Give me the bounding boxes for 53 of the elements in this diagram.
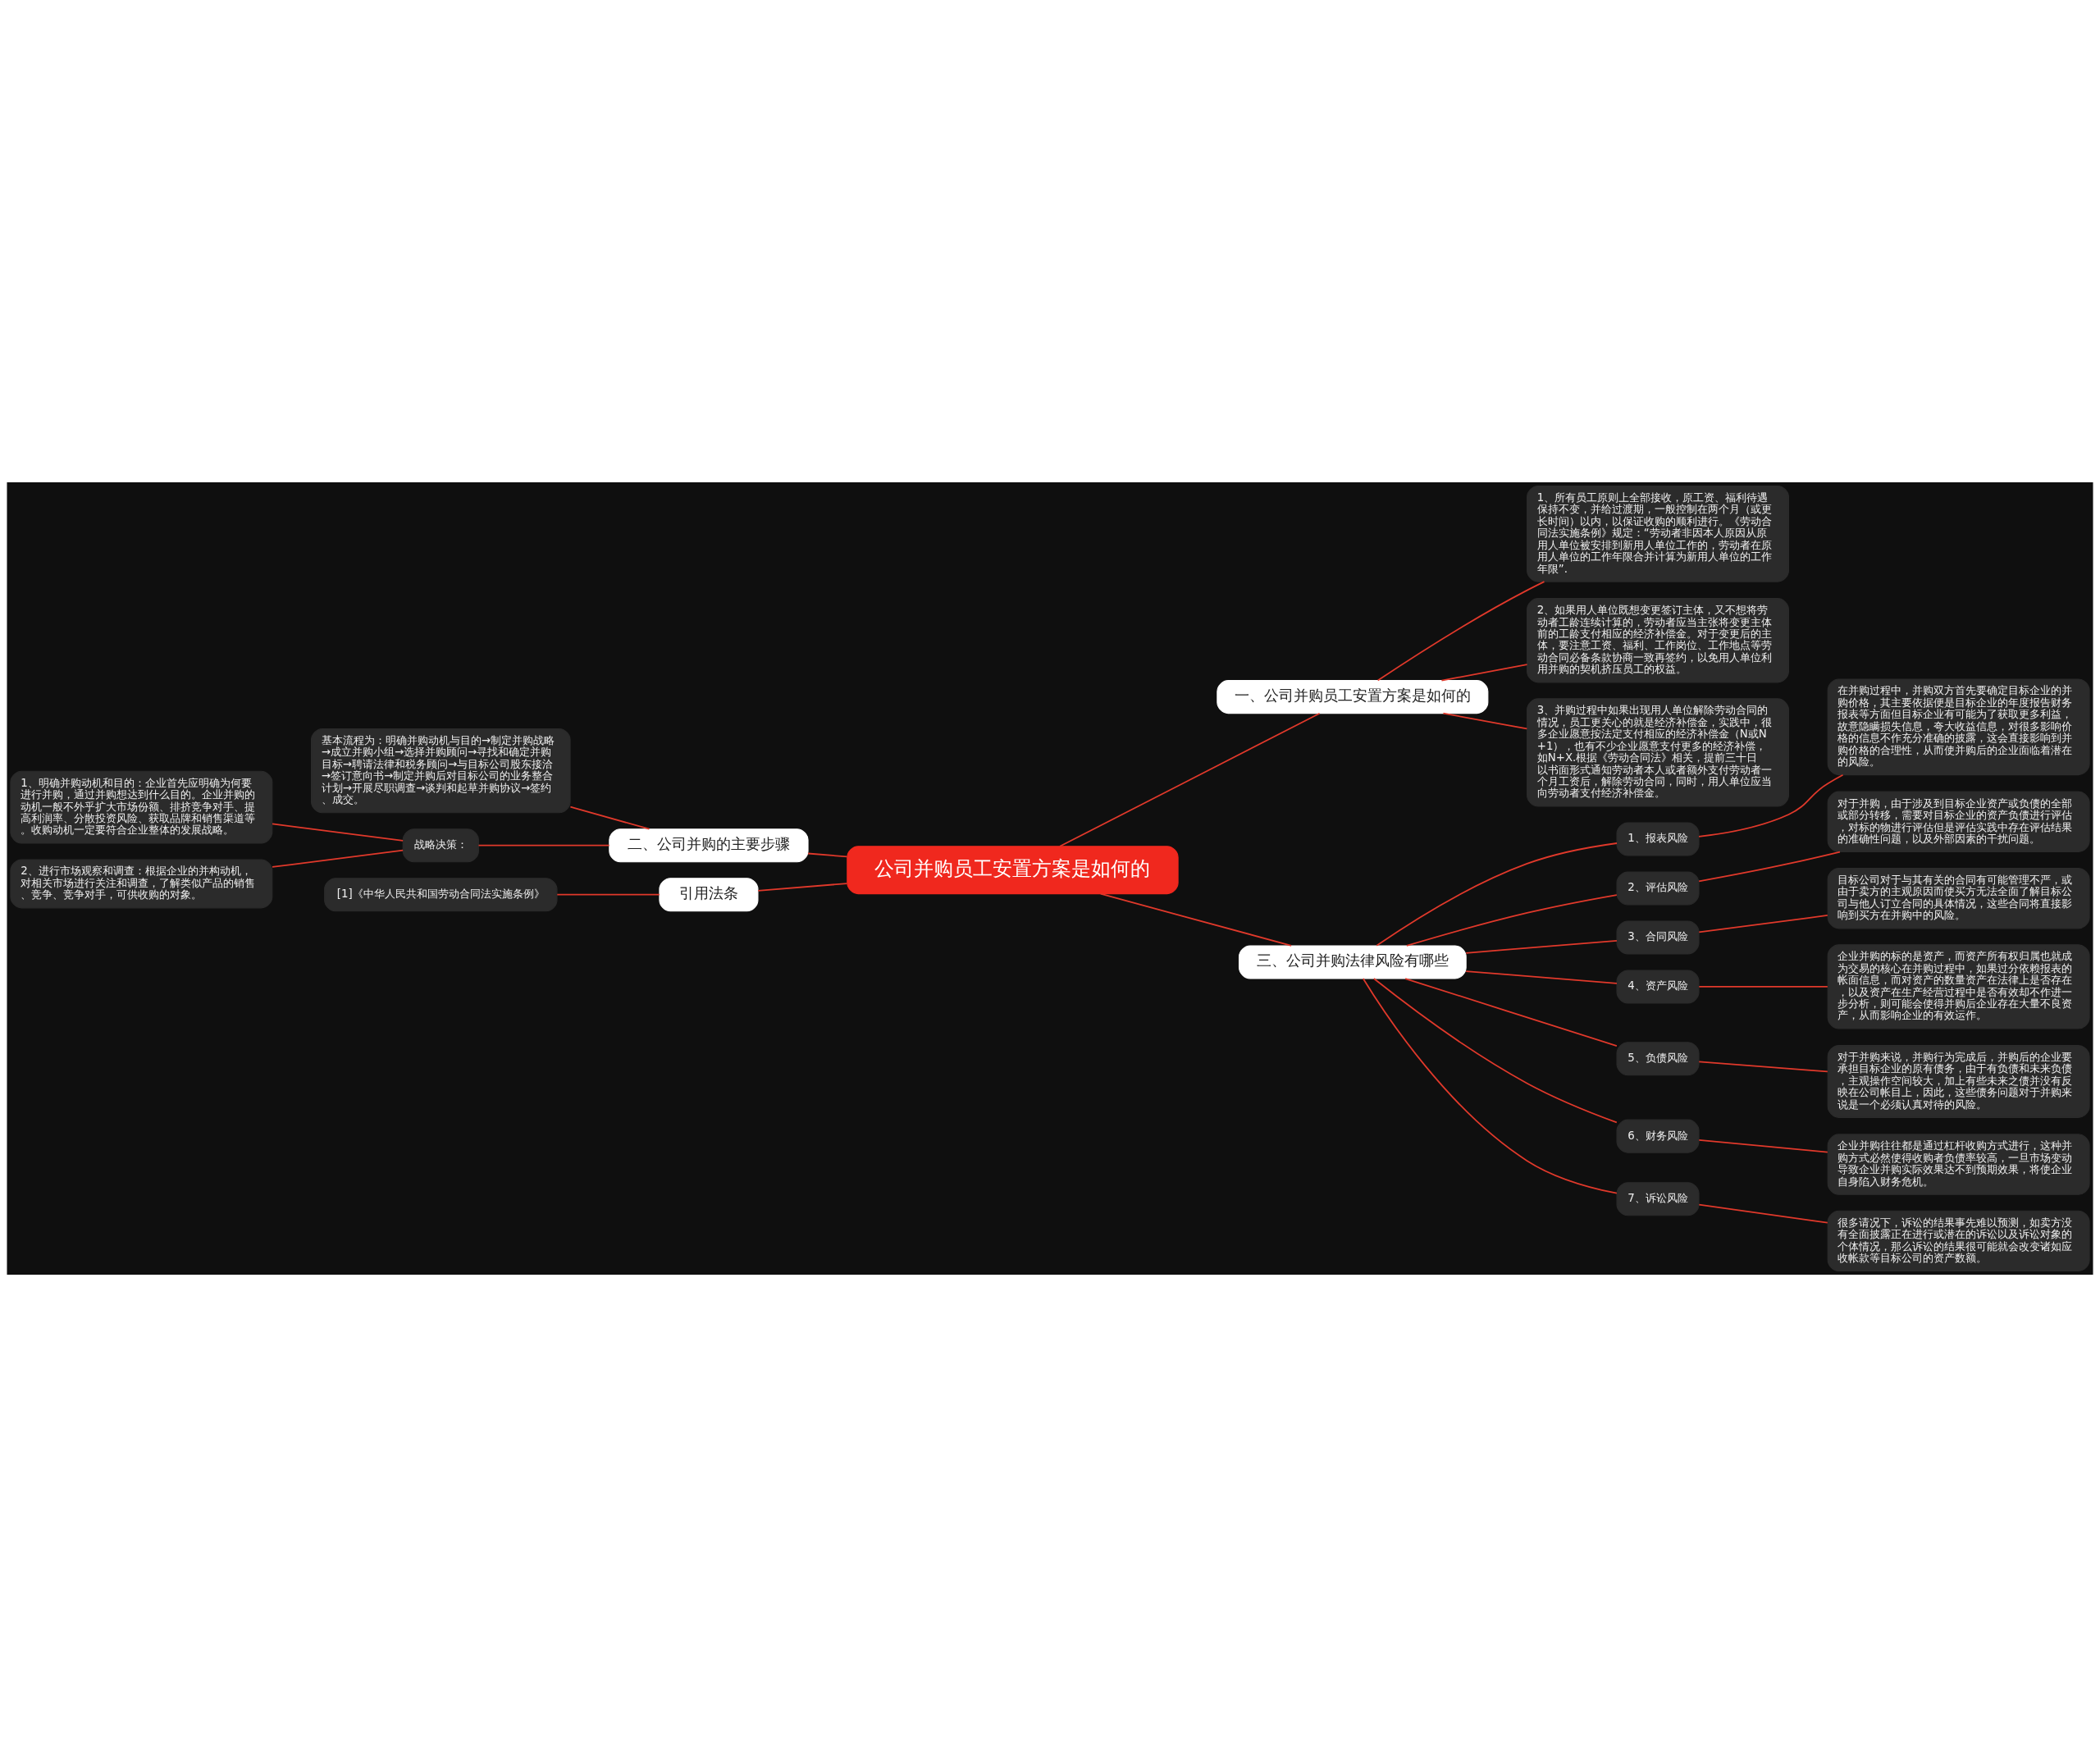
node-box: [1]《中华人民共和国劳动合同法实施条例》 (324, 878, 558, 912)
connector (556, 893, 660, 896)
node-box: 企业并购往往都是通过杠杆收购方式进行，这种并购方式必然使得收购者负债率较高，一旦市场变动导致企业并购实际效果达不到预期效果，将使企业自身陷入财务危机。 (1827, 1134, 2090, 1195)
connector (1698, 1203, 1828, 1224)
node-box: 目标公司对于与其有关的合同有可能管理不严，或由于卖方的主观原因而使买方无法全面了解目标公司与他人订立合同的具体情况，这些合同将直接影响到买方在并购中的风险。 (1827, 867, 2090, 929)
node-box: 在并购过程中，并购双方首先要确定目标企业的并购价格，其主要依据便是目标企业的年度报告财务报表等方面但目标企业有可能为了获取更多利益，故意隐瞒损失信息，夸大收益信息，对很多影响价格的信息不作充分准确的披露，这会直接影响到并购价格的合理性，从而使并购后的企业面临着潜在的风险。 (1827, 678, 2090, 776)
node-box: 7、诉讼风险 (1616, 1182, 1700, 1216)
connector (1698, 774, 1844, 837)
connector (1099, 892, 1292, 947)
connector (1405, 894, 1618, 947)
connector (1376, 842, 1618, 947)
connector (1362, 978, 1618, 1194)
node-box: 3、并购过程中如果出现用人单位解除劳动合同的情况，员工更关心的就是经济补偿金，实践中，很多企业愿意按法定支付相应的经济补偿金（N或N+1），也有不少企业愿意支付更多的经济补偿，如N+X.根据《劳动合同法》相关，提前三十日以书面形式通知劳动者本人或者额外支付劳动者一个月工资后，解除劳动合同，同时，用人单位应当向劳动者支付经济补偿金。 (1527, 698, 1789, 807)
connector (1465, 940, 1618, 954)
node-box: 二、公司并购的主要步骤 (609, 828, 809, 863)
node-box: 4、资产风险 (1616, 970, 1700, 1004)
connector (272, 849, 404, 868)
connector (569, 805, 651, 830)
node-box: 引用法条 (659, 878, 759, 912)
connector (1372, 978, 1618, 1124)
connector (477, 844, 610, 847)
connector (1698, 986, 1828, 988)
node-box: 公司并购员工安置方案是如何的 (847, 846, 1179, 895)
connector (1442, 712, 1528, 730)
connector (1376, 581, 1545, 682)
connector (1698, 851, 1841, 883)
node-box: 很多请况下，诉讼的结果事先难以预测，如卖方没有全面披露正在进行或潜在的诉讼以及诉讼对象的个体情况，那么诉讼的结果很可能就会改变诸如应收帐款等目标公司的资产数额。 (1827, 1210, 2090, 1272)
connector (1698, 915, 1828, 933)
connector (272, 823, 404, 842)
node-box: 5、负债风险 (1616, 1042, 1700, 1076)
connector (1698, 1139, 1828, 1153)
node-box: 一、公司并购员工安置方案是如何的 (1217, 680, 1489, 714)
connector (1059, 712, 1321, 847)
node-box: 1、明确并购动机和目的：企业首先应明确为何要进行并购，通过并购想达到什么目的。企业并购的动机一般不外乎扩大市场份额、排挤竞争对手、提高利润率、分散投资风险、获取品牌和销售渠道等。收购动机一定要符合企业整体的发展战略。 (10, 770, 273, 844)
connector (1465, 970, 1618, 984)
connector (1404, 978, 1618, 1047)
node-box: 1、所有员工原则上全部接收，原工资、福利待遇保持不变，并给过渡期，一般控制在两个月（或更长时间）以内，以保证收购的顺利进行。《劳动合同法实施条例》规定：“劳动者非因本人原因从原用人单位被安排到新用人单位工作的，劳动者在原用人单位的工作年限合并计算为新用人单位的工作年限”. (1527, 485, 1789, 582)
node-box: 2、进行市场观察和调查：根据企业的并构动机，对相关市场进行关注和调查，了解类似产品的销售、竞争、竞争对手，可供收购的对象。 (10, 859, 273, 909)
node-box: 对于并购，由于涉及到目标企业资产或负债的全部或部分转移，需要对目标企业的资产负债进行评估，对标的物进行评估但是评估实践中存在评估结果的准确性问题，以及外部因素的干扰问题。 (1827, 791, 2090, 853)
node-box: 基本流程为：明确并购动机与目的→制定并购战略→成立并购小组→选择并购顾问→寻找和确定并购目标→聘请法律和税务顾问→与目标公司股东接洽→签订意向书→制定并购后对目标公司的业务整合计划→开展尽职调查→谈判和起草并购协议→签约、成交。 (311, 728, 571, 814)
connector (807, 852, 848, 858)
node-box: 战略决策： (402, 828, 479, 863)
node-box: 2、评估风险 (1616, 871, 1700, 906)
connector (757, 883, 848, 892)
node-box: 1、报表风险 (1616, 822, 1700, 856)
node-box: 6、财务风险 (1616, 1119, 1700, 1153)
connector (1440, 664, 1528, 682)
node-box: 企业并购的标的是资产，而资产所有权归属也就成为交易的核心在并购过程中，如果过分依赖报表的帐面信息，而对资产的数量资产在法律上是否存在，以及资产在生产经营过程中是否有效却不作进一步分析，则可能会使得并购后企业存在大量不良资产，从而影响企业的有效运作。 (1827, 944, 2090, 1029)
node-box: 三、公司并购法律风险有哪些 (1238, 945, 1467, 979)
node-box: 2、如果用人单位既想变更签订主体，又不想将劳动者工龄连续计算的，劳动者应当主张将变更主体前的工龄支付相应的经济补偿金。对于变更后的主体，要注意工资、福利、工作岗位、工作地点等劳动合同必备条款协商一致再签约，以免用人单位利用并购的契机挤压员工的权益。 (1527, 598, 1789, 683)
node-box: 对于并购来说，并购行为完成后，并购后的企业要承担目标企业的原有债务，由于有负债和未来负债，主观操作空间较大，加上有些未来之债并没有反映在公司帐目上，因此，这些债务问题对于并购来说是一个必须认真对待的风险。 (1827, 1045, 2090, 1118)
node-box: 3、合同风险 (1616, 920, 1700, 955)
connector (1698, 1061, 1828, 1073)
